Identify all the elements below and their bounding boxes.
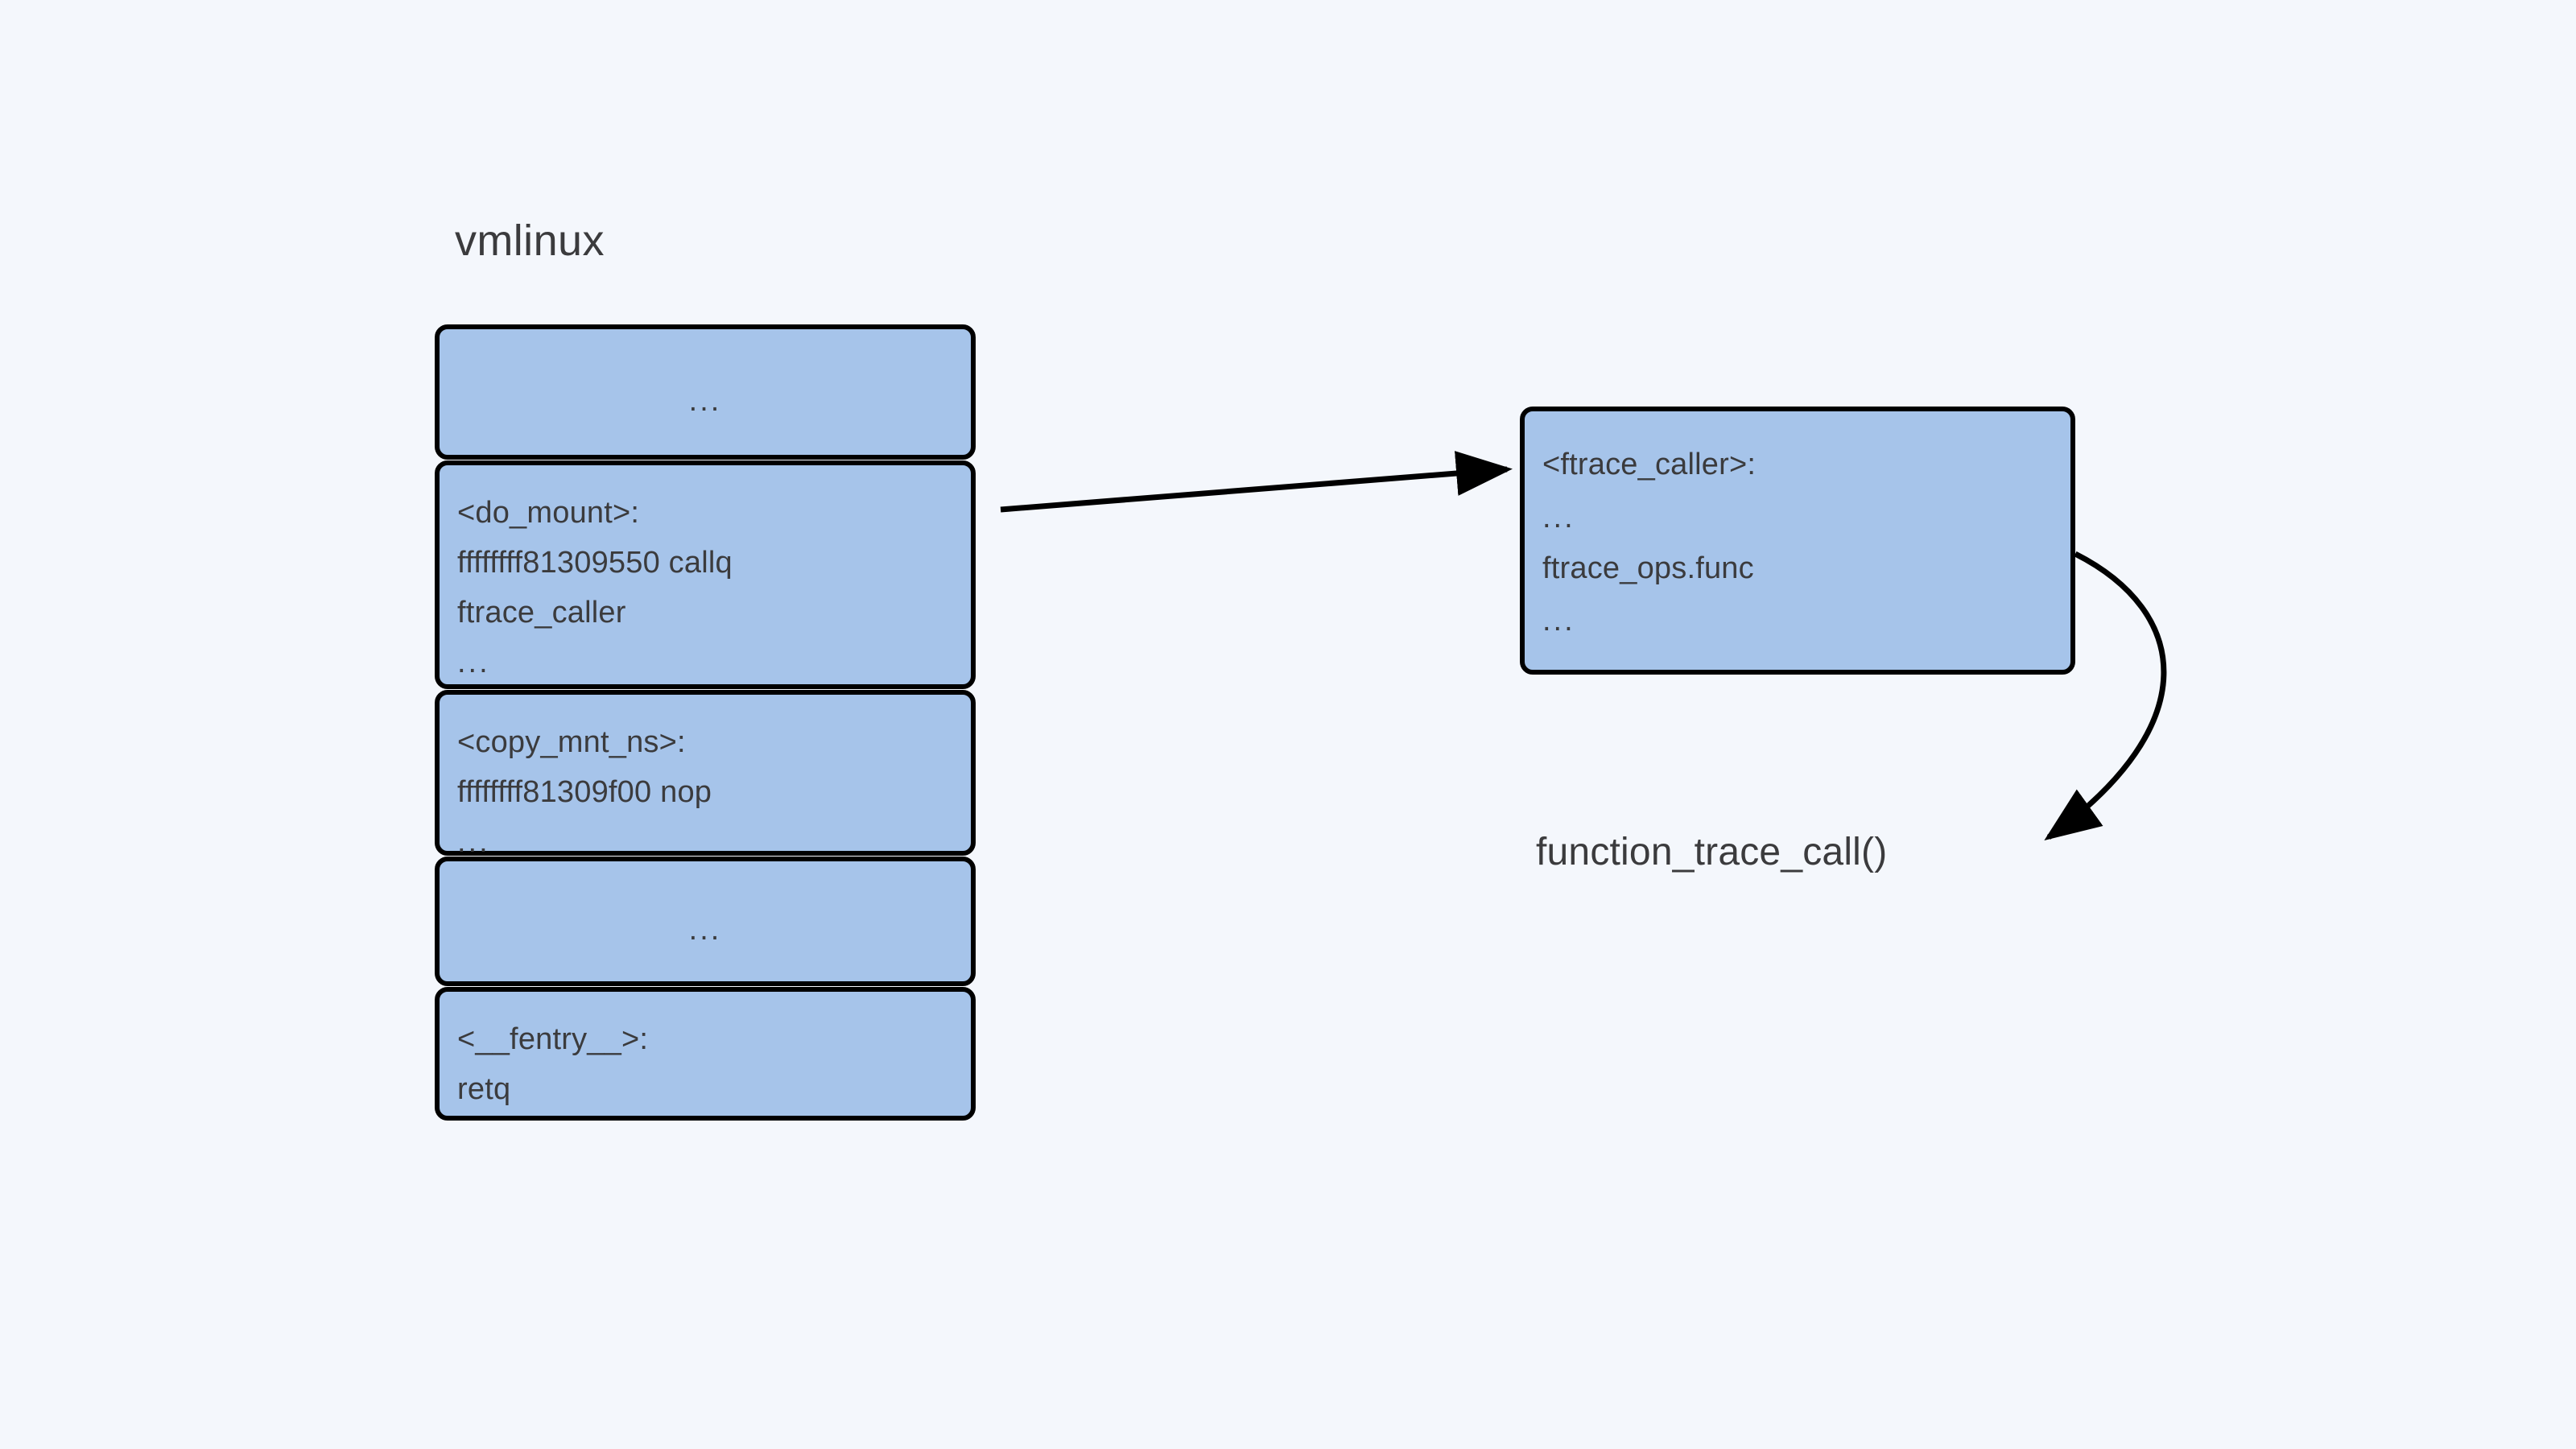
call-arrow bbox=[1000, 451, 1513, 513]
copy-mnt-ns-instruction: ffffffff81309f00 nop bbox=[457, 775, 712, 809]
vmlinux-box-copy-mnt-ns[interactable]: <copy_mnt_ns>: ffffffff81309f00 nop ... bbox=[435, 690, 976, 859]
do-mount-instruction-address: ffffffff81309550 callq bbox=[457, 546, 733, 580]
do-mount-symbol: <do_mount>: bbox=[457, 496, 640, 530]
copy-mnt-ns-symbol: <copy_mnt_ns>: bbox=[457, 725, 686, 759]
function-trace-call-label: function_trace_call() bbox=[1536, 831, 1888, 873]
vmlinux-box-ellipsis-top[interactable]: ... bbox=[435, 324, 976, 460]
ftrace-caller-symbol: <ftrace_caller>: bbox=[1542, 448, 1757, 481]
fentry-symbol: <__fentry__>: bbox=[457, 1022, 649, 1056]
vmlinux-box-do-mount[interactable]: <do_mount>: ffffffff81309550 callq ftrac… bbox=[435, 460, 976, 689]
ftrace-caller-ellipsis-top: ... bbox=[1542, 501, 1575, 535]
do-mount-ellipsis: ... bbox=[457, 646, 490, 679]
ftrace-caller-ellipsis-bottom: ... bbox=[1542, 604, 1575, 638]
vmlinux-box-fentry[interactable]: <__fentry__>: retq bbox=[435, 987, 976, 1121]
ellipsis-label: ... bbox=[688, 913, 722, 947]
ftrace-ops-func: ftrace_ops.func bbox=[1542, 551, 1754, 585]
vmlinux-box-ellipsis-mid[interactable]: ... bbox=[435, 857, 976, 986]
copy-mnt-ns-ellipsis: ... bbox=[457, 825, 490, 859]
ellipsis-label: ... bbox=[688, 384, 722, 418]
page-title: vmlinux bbox=[455, 217, 605, 265]
ftrace-caller-box[interactable]: <ftrace_caller>: ... ftrace_ops.func ... bbox=[1520, 407, 2075, 675]
do-mount-call-target: ftrace_caller bbox=[457, 596, 626, 630]
fentry-instruction: retq bbox=[457, 1072, 511, 1106]
